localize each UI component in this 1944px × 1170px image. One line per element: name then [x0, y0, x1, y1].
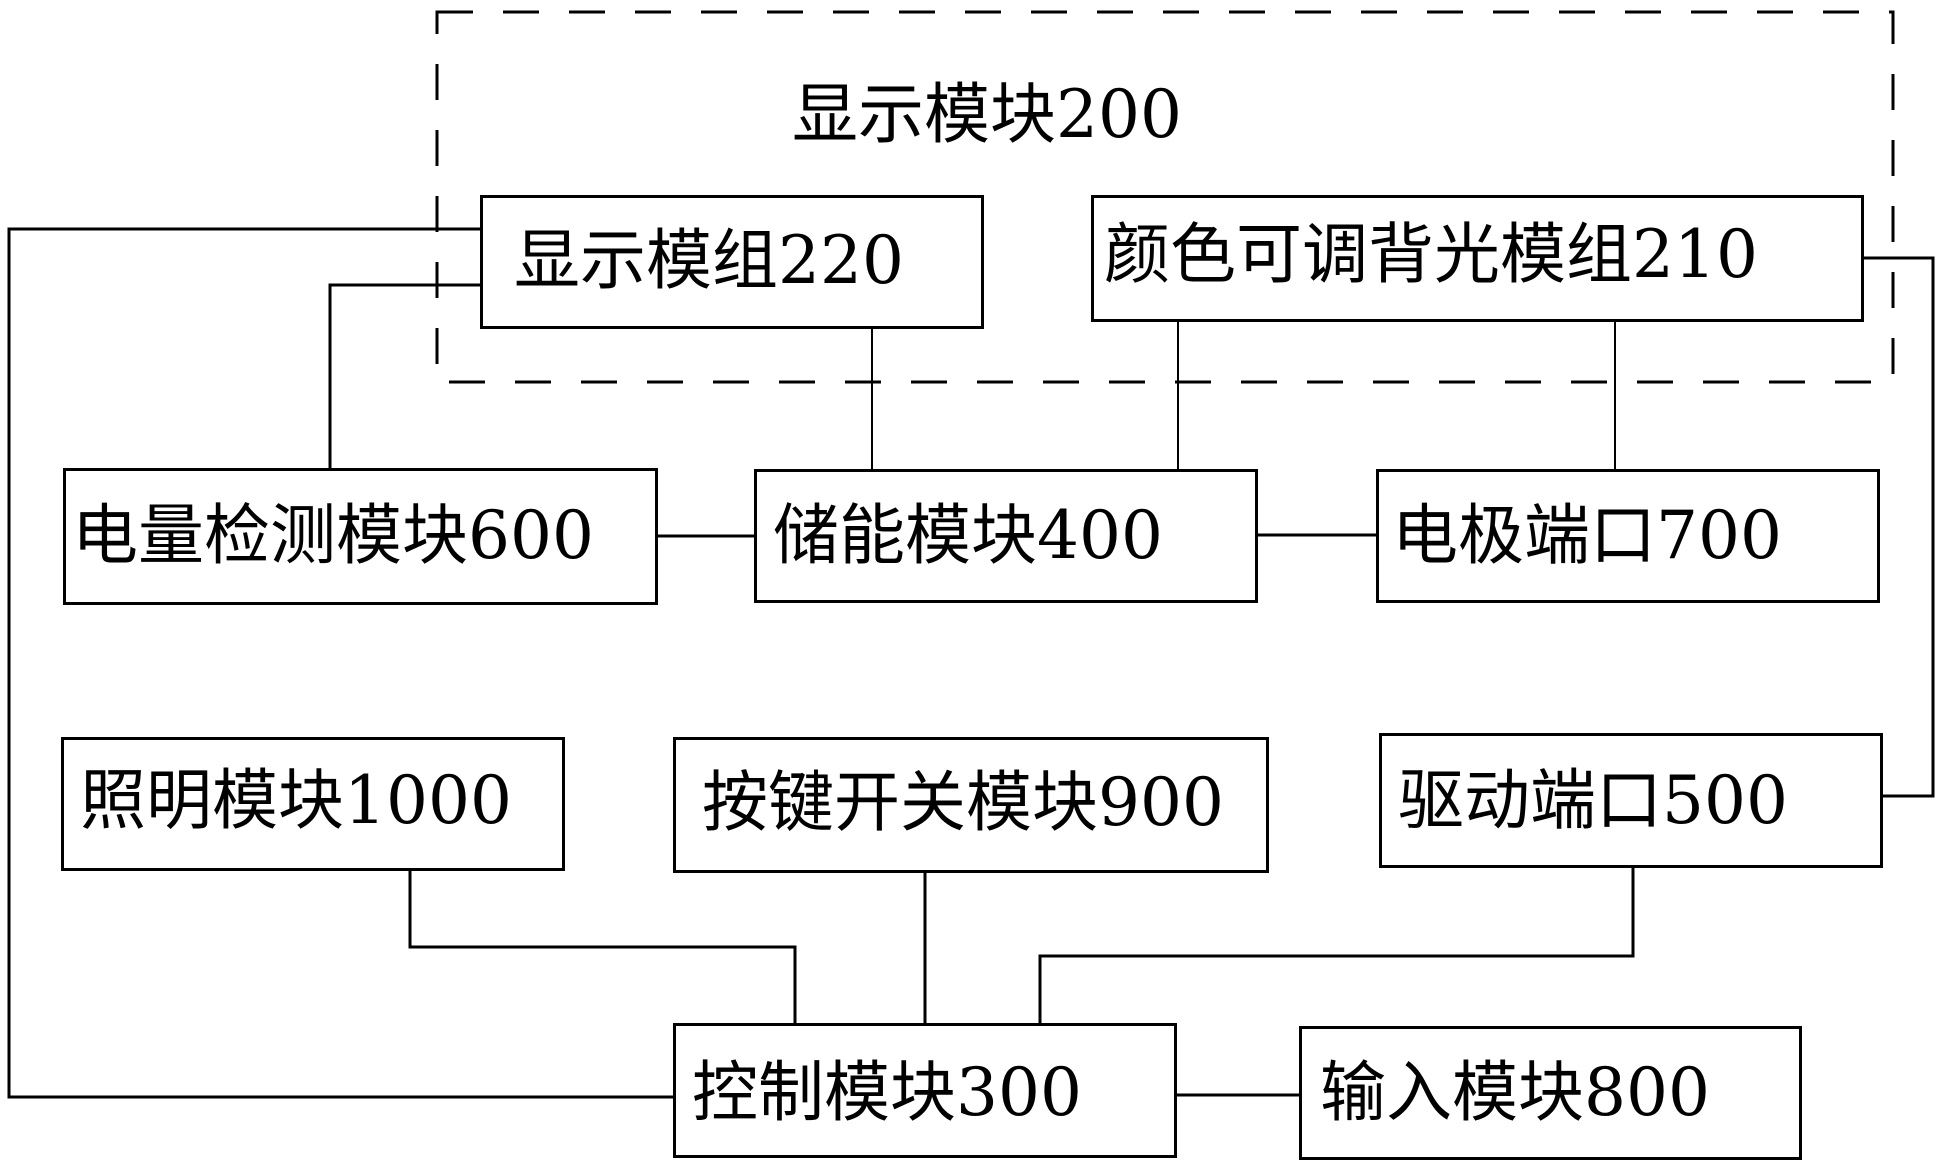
module-label-display-220: 显示模组220: [514, 222, 904, 299]
module-box-input-800: [1299, 1026, 1802, 1160]
module-box-energy-storage-400: [754, 469, 1258, 603]
module-box-lighting-1000: [61, 737, 565, 871]
module-label-electrode-port-700: 电极端口700: [1392, 497, 1782, 574]
module-box-display-220: [480, 195, 984, 329]
wire-210-to-500: [1864, 256, 1935, 798]
module-label-drive-port-500: 驱动端口500: [1398, 762, 1788, 839]
wire-220-to-300: [7, 227, 673, 1099]
module-label-key-switch-900: 按键开关模块900: [702, 764, 1224, 841]
module-label-control-300: 控制模块300: [692, 1054, 1082, 1131]
module-label-battery-detect-600: 电量检测模块600: [72, 497, 594, 574]
module-box-backlight-210: [1091, 195, 1864, 322]
module-box-battery-detect-600: [63, 468, 658, 605]
module-box-drive-port-500: [1379, 733, 1883, 868]
module-box-key-switch-900: [673, 737, 1269, 873]
module-box-electrode-port-700: [1376, 469, 1880, 603]
display-module-group-title: 显示模块200: [792, 76, 1182, 153]
module-box-control-300: [673, 1023, 1177, 1158]
module-label-input-800: 输入模块800: [1320, 1054, 1710, 1131]
wire-220-to-600: [328, 283, 480, 468]
module-label-backlight-210: 颜色可调背光模组210: [1104, 216, 1758, 293]
wire-1000-to-300: [408, 870, 797, 1023]
module-label-lighting-1000: 照明模块1000: [80, 762, 512, 839]
module-label-energy-storage-400: 储能模块400: [773, 497, 1163, 574]
wire-500-to-300: [1038, 867, 1635, 1023]
display-module-group-boundary: [435, 10, 1895, 384]
